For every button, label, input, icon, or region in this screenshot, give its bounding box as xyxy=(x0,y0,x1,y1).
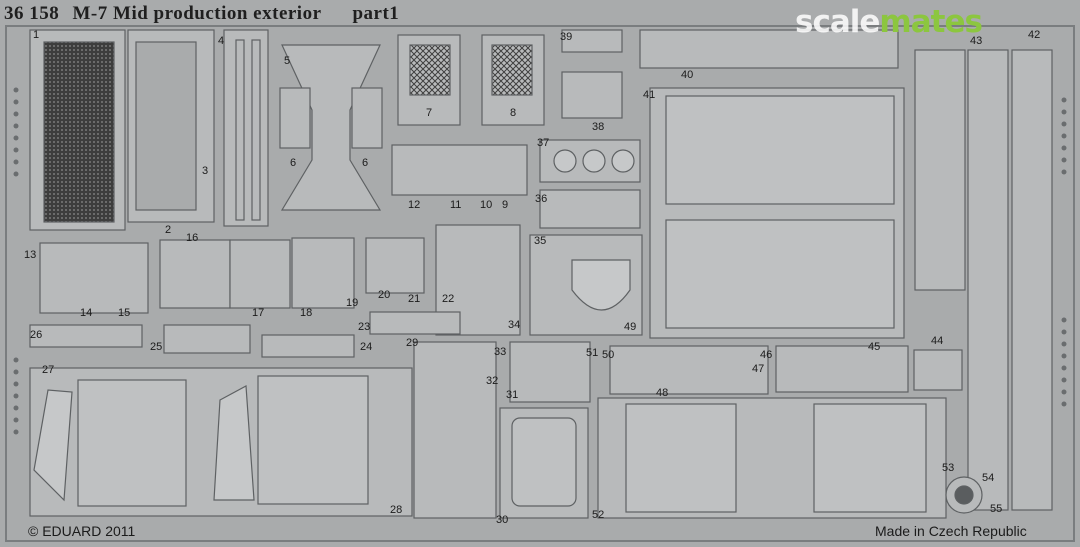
part-number: 6 xyxy=(362,157,369,169)
part-number: 52 xyxy=(592,509,605,521)
part-number: 18 xyxy=(300,307,313,319)
part-36 xyxy=(539,189,641,229)
part-number: 31 xyxy=(506,389,519,401)
fret-frame xyxy=(5,25,1075,542)
part-label: part1 xyxy=(352,3,400,24)
copyright-text: © EDUARD 2011 xyxy=(28,523,136,539)
part-number: 7 xyxy=(426,107,433,119)
part-number: 12 xyxy=(408,199,421,211)
part-number: 38 xyxy=(592,121,605,133)
part-right-column-a xyxy=(914,49,966,291)
watermark-left: scale xyxy=(795,4,880,40)
part-number: 37 xyxy=(537,137,550,149)
part-number: 13 xyxy=(24,249,37,261)
part-number: 29 xyxy=(406,337,419,349)
part-49 xyxy=(571,259,631,311)
part-number: 14 xyxy=(80,307,93,319)
part-number: 1 xyxy=(33,29,40,41)
part-number: 22 xyxy=(442,293,455,305)
part-number: 43 xyxy=(970,35,983,47)
watermark-logo: scalemates xyxy=(795,4,983,40)
part-number: 5 xyxy=(284,55,291,67)
part-40 xyxy=(639,29,899,69)
part-6-left xyxy=(279,87,311,149)
part-12 xyxy=(391,144,528,196)
part-number: 55 xyxy=(990,503,1003,515)
origin-text: Made in Czech Republic xyxy=(875,523,1027,539)
part-number: 8 xyxy=(510,107,517,119)
part-number: 3 xyxy=(202,165,209,177)
part-20 xyxy=(365,237,425,294)
part-number: 48 xyxy=(656,387,669,399)
part-39 xyxy=(561,29,623,53)
part-number: 16 xyxy=(186,232,199,244)
part-number: 24 xyxy=(360,341,373,353)
part-17 xyxy=(229,239,291,309)
part-number: 44 xyxy=(931,335,944,347)
part-number: 33 xyxy=(494,346,507,358)
part-number: 39 xyxy=(560,31,573,43)
part-number: 35 xyxy=(534,235,547,247)
part-number: 11 xyxy=(450,199,462,211)
part-16 xyxy=(159,239,231,309)
part-number: 6 xyxy=(290,157,297,169)
part-24 xyxy=(261,334,355,358)
product-name: M-7 Mid production exterior xyxy=(72,3,322,24)
part-number: 15 xyxy=(118,307,131,319)
part-18 xyxy=(291,237,355,309)
part-number: 20 xyxy=(378,289,391,301)
part-5 xyxy=(280,44,382,211)
part-6-right xyxy=(351,87,383,149)
part-number: 21 xyxy=(408,293,421,305)
part-26 xyxy=(29,324,143,348)
part-number: 25 xyxy=(150,341,163,353)
part-number: 19 xyxy=(346,297,359,309)
part-number: 40 xyxy=(681,69,694,81)
part-1-mesh xyxy=(43,41,115,223)
part-right-column-b xyxy=(967,49,1009,511)
part-23 xyxy=(369,311,461,335)
part-number: 41 xyxy=(643,89,656,101)
part-number: 36 xyxy=(535,193,548,205)
part-number: 42 xyxy=(1028,29,1041,41)
part-number: 50 xyxy=(602,349,615,361)
part-31 xyxy=(509,341,591,403)
part-4 xyxy=(223,29,269,227)
part-number: 10 xyxy=(480,199,493,211)
part-number: 54 xyxy=(982,472,995,484)
part-38 xyxy=(561,71,623,119)
product-code: 36 158 xyxy=(4,3,60,24)
part-number: 26 xyxy=(30,329,43,341)
part-number: 28 xyxy=(390,504,403,516)
part-number: 53 xyxy=(942,462,955,474)
part-number: 46 xyxy=(760,349,773,361)
part-number: 23 xyxy=(358,321,371,333)
part-number: 51 xyxy=(586,347,599,359)
part-number: 27 xyxy=(42,364,55,376)
part-number: 2 xyxy=(165,224,172,236)
part-number: 49 xyxy=(624,321,637,333)
part-number: 9 xyxy=(502,199,509,211)
part-right-column-c xyxy=(1011,49,1053,511)
part-number: 47 xyxy=(752,363,765,375)
part-number: 34 xyxy=(508,319,521,331)
part-45 xyxy=(775,345,909,393)
part-number: 17 xyxy=(252,307,265,319)
part-44 xyxy=(913,349,963,391)
part-29 xyxy=(413,341,497,519)
part-number: 4 xyxy=(218,35,225,47)
part-number: 45 xyxy=(868,341,881,353)
left-rivet-row xyxy=(13,87,1067,435)
part-number: 32 xyxy=(486,375,499,387)
part-number: 30 xyxy=(496,514,509,526)
part-25 xyxy=(163,324,251,354)
fret-title: 36 158 M-7 Mid production exterior part1 xyxy=(4,3,399,25)
part-48 xyxy=(609,345,769,395)
watermark-right: mates xyxy=(879,4,983,40)
part-13 xyxy=(39,242,149,314)
